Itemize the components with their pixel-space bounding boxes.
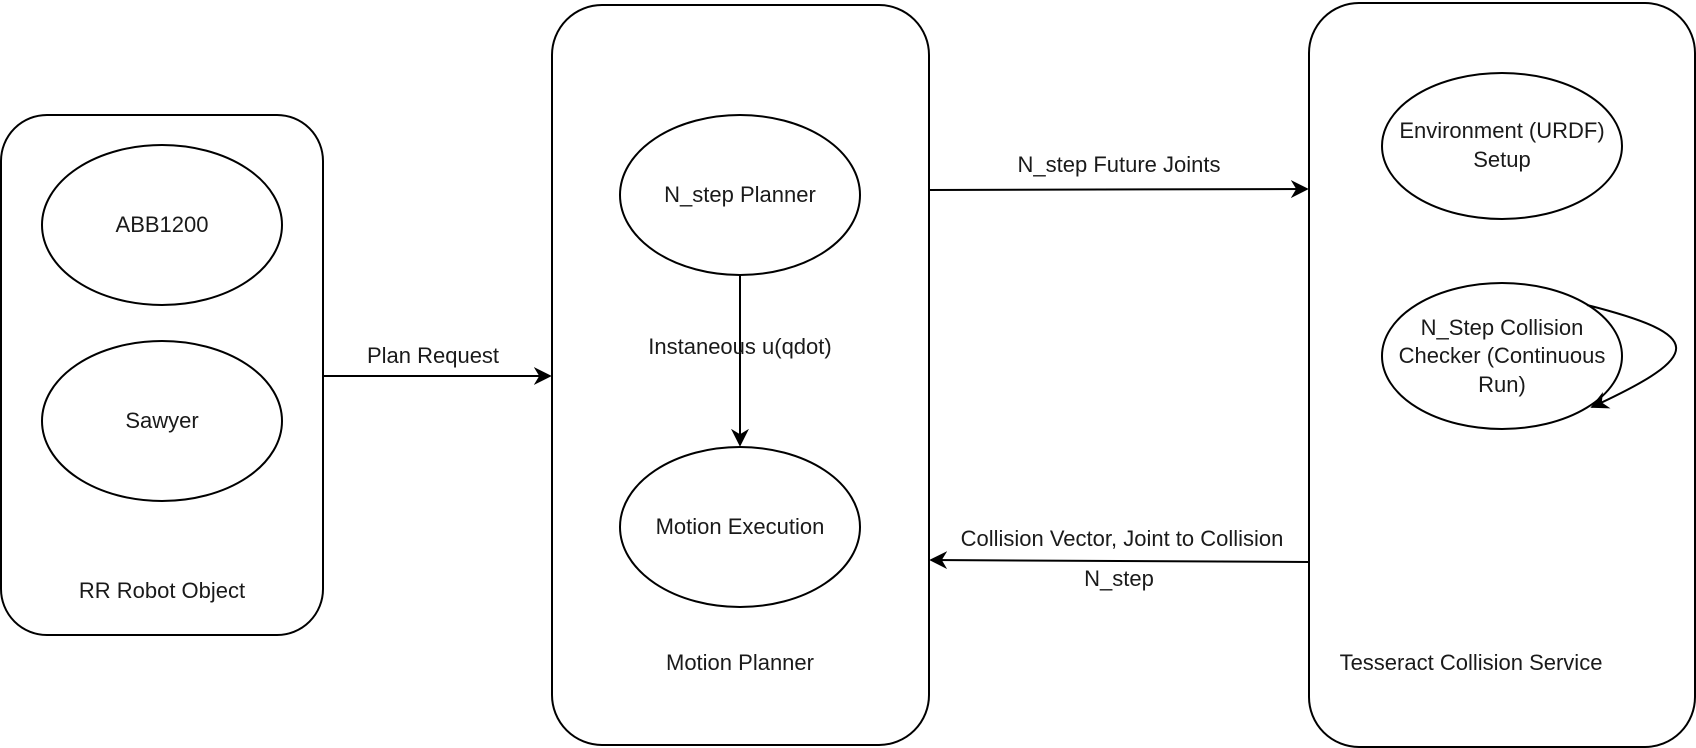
abb1200-node[interactable]: ABB1200 [41,144,283,306]
plan-request-label: Plan Request [367,343,499,368]
sawyer-label: Sawyer [125,408,198,433]
collision-container-label: Tesseract Collision Service [1340,650,1603,675]
nstep-planner-node[interactable]: N_step Planner [619,114,861,276]
collision-vector-label-line2: N_step [1084,566,1154,591]
robot-container-label: RR Robot Object [79,578,245,603]
environment-label-line1: Environment (URDF) [1399,118,1604,143]
instaneous-label: Instaneous u(qdot) [648,334,831,359]
collision-checker-label-line2: Checker (Continuous [1399,343,1606,368]
collision-checker-self-loop-arrow [1586,304,1677,409]
future-joints-arrow [928,180,1309,199]
environment-label-line2: Setup [1473,147,1531,172]
sawyer-node[interactable]: Sawyer [41,340,283,502]
environment-node[interactable]: Environment (URDF) Setup [1381,72,1623,220]
collision-checker-label-line3: Run) [1478,372,1526,397]
abb1200-label: ABB1200 [116,212,209,237]
collision-vector-label-line1: Collision Vector, Joint to Collision [961,526,1284,551]
motion-execution-label: Motion Execution [656,514,825,539]
collision-vector-arrow [929,551,1310,570]
collision-checker-node[interactable]: N_Step Collision Checker (Continuous Run… [1381,282,1623,430]
planner-container-label: Motion Planner [666,650,814,675]
future-joints-label: N_step Future Joints [1018,152,1221,177]
nstep-planner-label: N_step Planner [664,182,816,207]
motion-execution-node[interactable]: Motion Execution [619,446,861,608]
collision-checker-label-line1: N_Step Collision [1421,315,1584,340]
